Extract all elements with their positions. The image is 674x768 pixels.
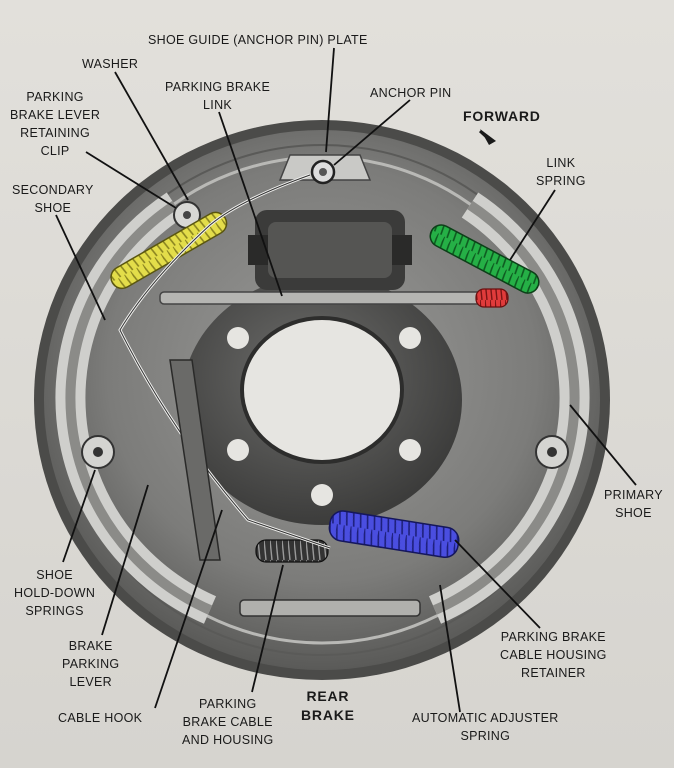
label-automatic-adjuster-spring: AUTOMATIC ADJUSTER SPRING (412, 711, 559, 743)
label-brake-parking-lever: BRAKE PARKING LEVER (62, 639, 120, 689)
leader-cable-housing-retainer (454, 539, 541, 629)
leader-primary-shoe (569, 404, 637, 486)
label-shoe-hold-down-springs: SHOE HOLD-DOWN SPRINGS (14, 568, 96, 618)
label-parking-brake-cable-housing-retainer: PARKING BRAKE CABLE HOUSING RETAINER (500, 630, 607, 680)
leader-link-spring (509, 189, 556, 261)
forward-arrow-shaft (478, 129, 494, 144)
label-cable-hook: CABLE HOOK (58, 711, 143, 725)
leader-parking-brake-link (218, 111, 283, 297)
label-secondary-shoe: SECONDARY SHOE (12, 183, 94, 215)
label-parking-brake-lever-retaining-clip: PARKING BRAKE LEVER RETAINING CLIP (10, 90, 101, 158)
leader-secondary-shoe (55, 214, 106, 321)
leader-cable-hook (154, 509, 223, 709)
wheel-cylinder (248, 210, 412, 290)
label-rear-brake: REAR BRAKE (301, 688, 355, 723)
anchor-pin (278, 154, 372, 185)
label-parking-brake-link: PARKING BRAKE LINK (165, 80, 271, 112)
leader-hold-down-springs (62, 469, 96, 563)
lower-spring (255, 539, 329, 563)
leader-shoe-guide (325, 47, 335, 153)
leader-brake-parking-lever (101, 484, 149, 636)
shoe-hold-down-spring-right (535, 435, 569, 469)
axle-flange (182, 275, 462, 525)
leader-washer (114, 71, 189, 201)
shoe-hold-down-spring-left (81, 435, 115, 469)
adjuster-screw (239, 599, 421, 617)
leader-anchor-pin (333, 99, 411, 166)
leader-retaining-clip (85, 151, 177, 209)
leader-lines (55, 47, 637, 713)
link-spring (475, 288, 509, 308)
primary-return-spring (429, 224, 540, 294)
label-washer: WASHER (82, 57, 139, 71)
leader-parking-brake-cable (251, 564, 284, 693)
leader-adjuster-spring (439, 584, 461, 713)
primary-shoe (428, 192, 590, 624)
secondary-shoe (55, 192, 217, 624)
label-anchor-pin: ANCHOR PIN (370, 86, 452, 100)
label-parking-brake-cable-and-housing: PARKING BRAKE CABLE AND HOUSING (182, 697, 274, 747)
label-primary-shoe: PRIMARY SHOE (604, 488, 663, 520)
label-forward: FORWARD (463, 108, 541, 124)
brake-parking-lever (169, 359, 221, 561)
label-link-spring: LINK SPRING (536, 156, 586, 188)
label-shoe-guide-anchor-pin-plate: SHOE GUIDE (ANCHOR PIN) PLATE (148, 33, 368, 47)
parking-brake-link (159, 291, 501, 305)
